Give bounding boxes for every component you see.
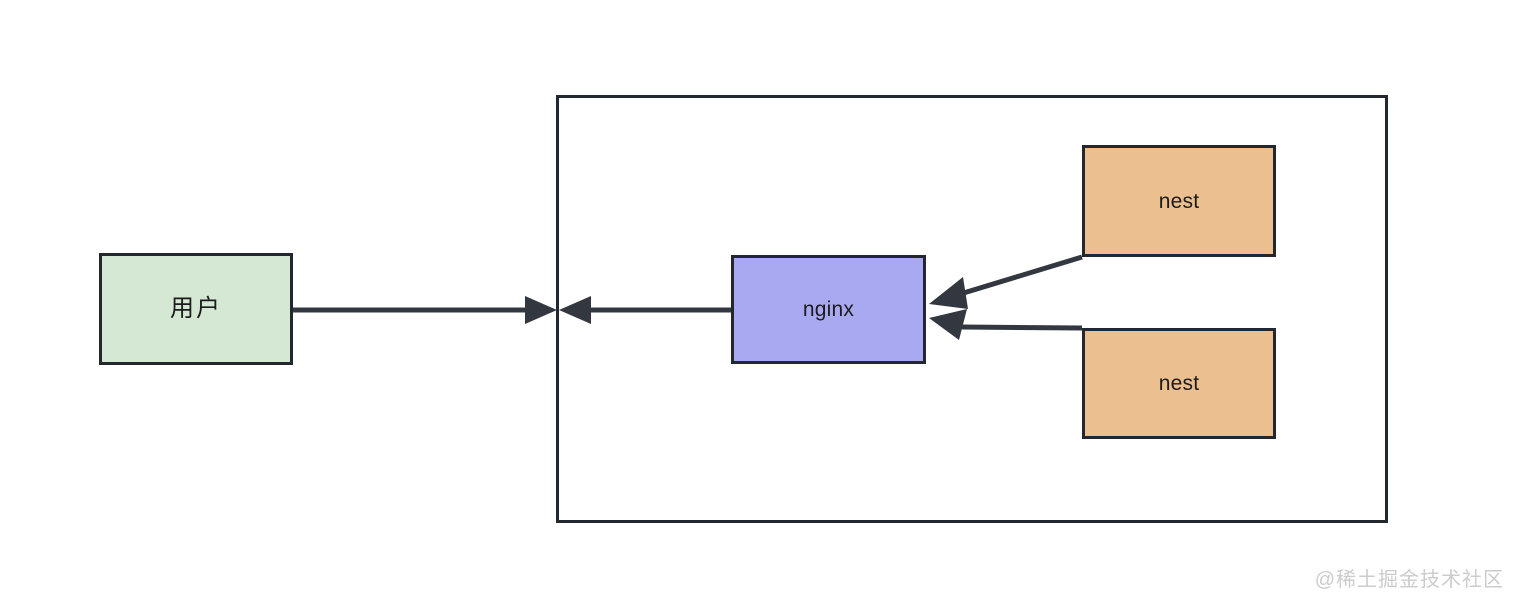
node-nginx[interactable]: nginx [731, 255, 926, 364]
edge-line [956, 254, 1083, 298]
arrowhead-icon [929, 277, 968, 309]
edge-nest-upper-to-nginx [929, 254, 1083, 309]
node-user-label: 用户 [170, 295, 222, 322]
node-nest-lower-label: nest [1158, 372, 1200, 395]
node-nest-lower[interactable]: nest [1082, 328, 1276, 439]
node-nest-upper-label: nest [1158, 189, 1200, 213]
arrowhead-icon [929, 309, 967, 340]
edge-user-to-boundary [293, 296, 557, 324]
edge-line [961, 324, 1083, 331]
server-boundary-group [556, 95, 1388, 523]
edge-nginx-to-boundary [559, 296, 731, 324]
node-user[interactable]: 用户 [99, 253, 293, 365]
arrowhead-icon [559, 296, 591, 324]
node-nest-upper[interactable]: nest [1082, 145, 1276, 257]
node-nginx-label: nginx [802, 298, 855, 321]
arrowhead-icon [525, 296, 557, 324]
watermark-text: @稀土掘金技术社区 [1314, 569, 1504, 591]
edge-nest-lower-to-nginx [929, 309, 1083, 340]
